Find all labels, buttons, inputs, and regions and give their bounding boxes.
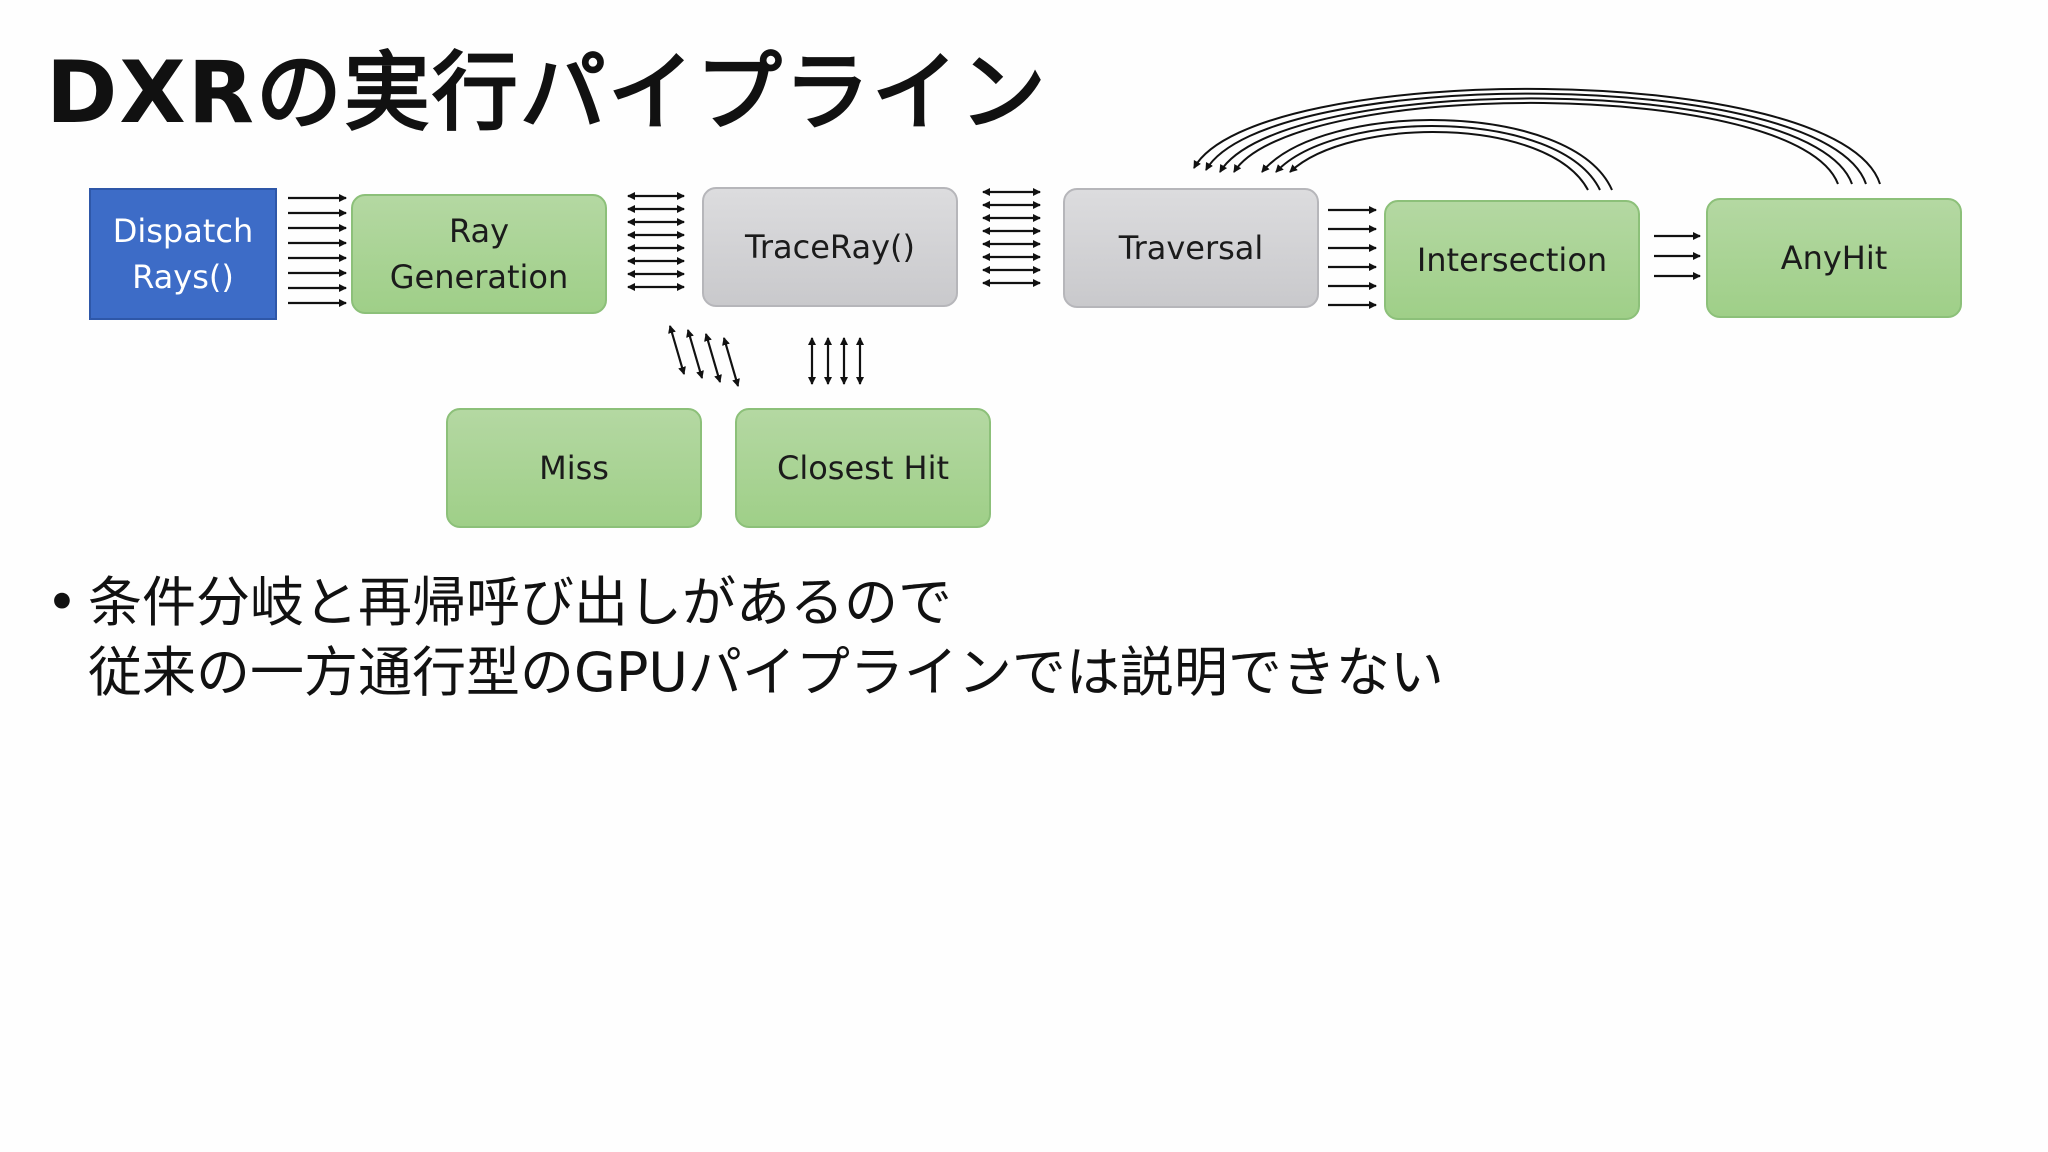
arrow-return-to-traversal	[1275, 125, 1601, 191]
arrow-tracray-miss	[722, 337, 740, 387]
ray-generation-label-2: Generation	[389, 258, 569, 296]
traceray-node: TraceRay()	[702, 187, 958, 307]
ray-generation-label-1: Ray	[448, 212, 510, 250]
arrows-tracray-closesthit	[808, 337, 864, 385]
arrows-intersection-anyhit	[1654, 232, 1701, 280]
bullet-marker: •	[46, 571, 78, 634]
arrow-tracray-miss	[668, 325, 686, 375]
arrows-tracray-traversal	[982, 188, 1041, 287]
arrows-return-to-traversal	[1193, 87, 1881, 191]
dispatch-rays-node: Dispatch Rays()	[89, 188, 277, 320]
arrow-return-to-traversal	[1289, 131, 1589, 191]
arrow-tracray-miss	[686, 329, 704, 379]
arrow-return-to-traversal	[1219, 97, 1853, 185]
arrows-raygen-tracray	[627, 192, 685, 291]
bullet-text-line-2: 従来の一方通行型のGPUパイプラインでは説明できない	[88, 641, 1444, 704]
arrows-tracray-miss	[668, 325, 740, 387]
closest-hit-node: Closest Hit	[735, 408, 991, 528]
bullet-text-line-1: 条件分岐と再帰呼び出しがあるので	[88, 571, 952, 634]
arrows-dispatch-to-raygen	[288, 194, 347, 307]
anyhit-node: AnyHit	[1706, 198, 1962, 318]
traversal-node: Traversal	[1063, 188, 1319, 308]
arrows-traversal-intersection	[1328, 206, 1377, 309]
bullet-list: • 条件分岐と再帰呼び出しがあるので 従来の一方通行型のGPUパイプラインでは説…	[46, 568, 1444, 708]
arrow-return-to-traversal	[1233, 101, 1839, 185]
dispatch-rays-label-1: Dispatch	[112, 212, 254, 250]
arrow-return-to-traversal	[1205, 92, 1867, 185]
arrow-return-to-traversal	[1193, 87, 1881, 185]
slide-title: DXRの実行パイプライン	[46, 43, 1048, 143]
arrow-return-to-traversal	[1261, 119, 1613, 191]
ray-generation-node: Ray Generation	[351, 194, 607, 314]
intersection-node: Intersection	[1384, 200, 1640, 320]
arrow-tracray-miss	[704, 333, 722, 383]
miss-node: Miss	[446, 408, 702, 528]
dispatch-rays-label-2: Rays()	[132, 258, 234, 296]
